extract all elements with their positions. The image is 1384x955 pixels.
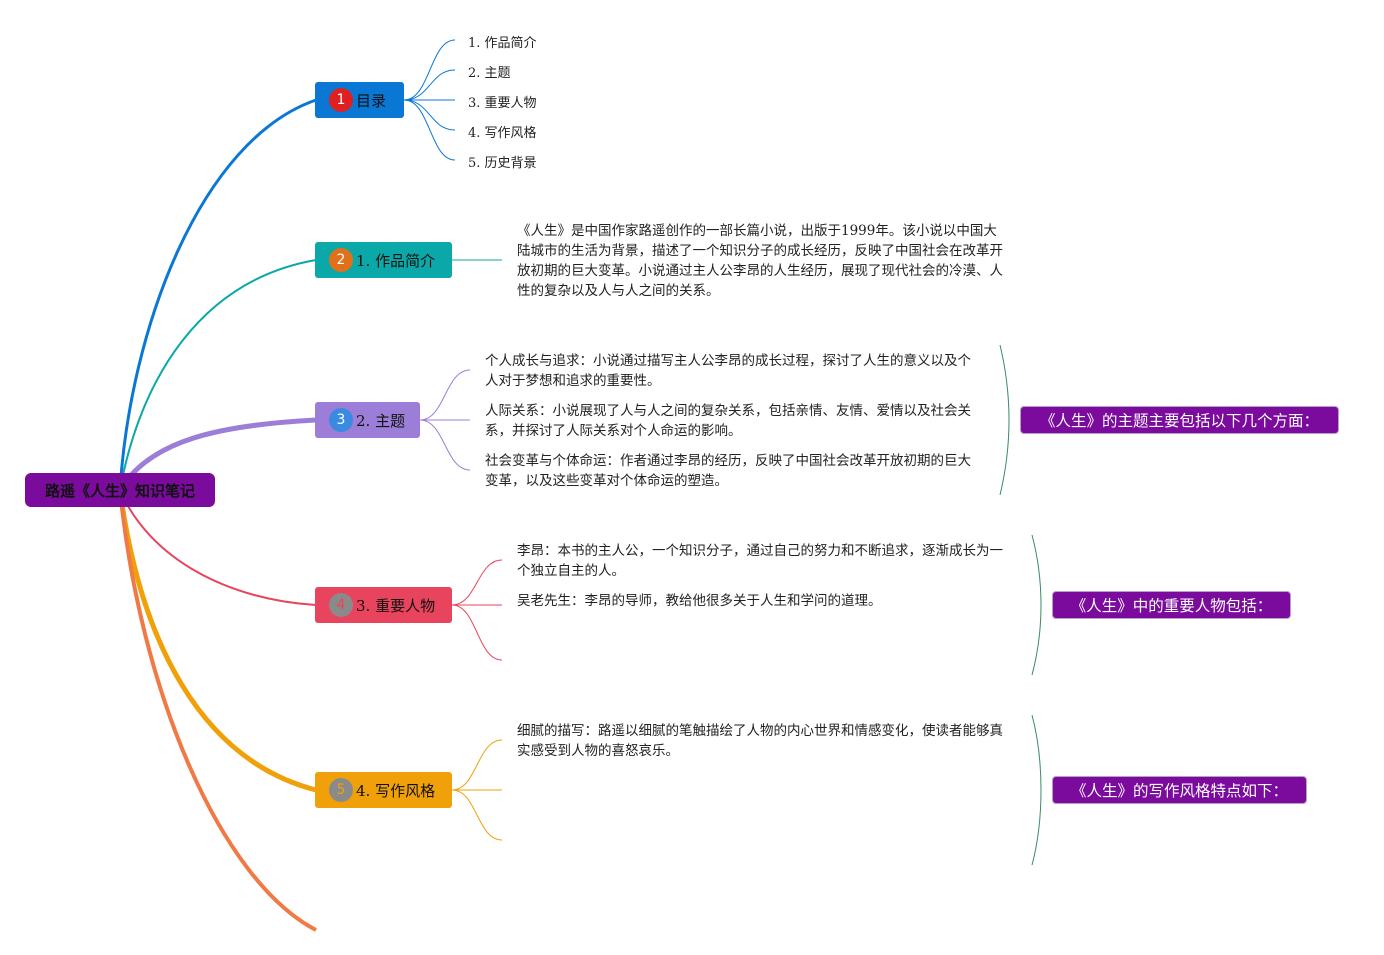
number-badge-2: 2 (329, 248, 353, 272)
number-badge-4: 4 (329, 593, 353, 617)
intro-text[interactable]: 《人生》是中国作家路遥创作的一部长篇小说，出版于1999年。该小说以中国大陆城市… (517, 223, 1003, 299)
theme-item[interactable]: 人际关系：小说展现了人与人之间的复杂关系，包括亲情、友情、爱情以及社会关系，并探… (485, 403, 971, 439)
summary-style-label: 《人生》的写作风格特点如下： (1070, 782, 1288, 800)
root-topic[interactable]: 路遥《人生》知识笔记 (25, 473, 215, 507)
root-topic-label: 路遥《人生》知识笔记 (44, 481, 195, 500)
branch-intro-label: 1. 作品简介 (356, 251, 436, 270)
branch-style-label: 4. 写作风格 (356, 781, 436, 800)
branch-theme[interactable]: 3 2. 主题 (315, 402, 420, 438)
branch-style[interactable]: 5 4. 写作风格 (315, 772, 452, 808)
character-item[interactable]: 李昂：本书的主人公，一个知识分子，通过自己的努力和不断追求，逐渐成长为一个独立自… (517, 543, 1003, 579)
branch-theme-label: 2. 主题 (356, 411, 406, 430)
toc-item[interactable]: 1. 作品简介 (468, 36, 537, 51)
summary-theme[interactable]: 《人生》的主题主要包括以下几个方面： (1020, 406, 1339, 434)
branch-characters[interactable]: 4 3. 重要人物 (315, 587, 452, 623)
toc-item[interactable]: 2. 主题 (468, 66, 511, 81)
number-badge-5: 5 (329, 778, 353, 802)
toc-item[interactable]: 4. 写作风格 (468, 126, 537, 141)
character-item[interactable]: 吴老先生：李昂的导师，教给他很多关于人生和学问的道理。 (517, 593, 882, 609)
number-badge-1: 1 (329, 88, 353, 112)
style-item[interactable]: 细腻的描写：路遥以细腻的笔触描绘了人物的内心世界和情感变化，使读者能够真实感受到… (517, 723, 1003, 759)
summary-characters[interactable]: 《人生》中的重要人物包括： (1052, 591, 1291, 619)
branch-characters-label: 3. 重要人物 (356, 596, 436, 615)
branch-toc[interactable]: 1 目录 (315, 82, 404, 118)
theme-item[interactable]: 个人成长与追求：小说通过描写主人公李昂的成长过程，探讨了人生的意义以及个人对于梦… (485, 353, 971, 389)
toc-item[interactable]: 5. 历史背景 (468, 156, 537, 171)
toc-item[interactable]: 3. 重要人物 (468, 96, 537, 111)
branch-intro[interactable]: 2 1. 作品简介 (315, 242, 452, 278)
number-badge-3: 3 (329, 408, 353, 432)
summary-characters-label: 《人生》中的重要人物包括： (1070, 597, 1273, 615)
summary-style[interactable]: 《人生》的写作风格特点如下： (1052, 776, 1307, 804)
branch-toc-label: 目录 (356, 91, 387, 110)
summary-theme-label: 《人生》的主题主要包括以下几个方面： (1039, 412, 1319, 430)
theme-item[interactable]: 社会变革与个体命运：作者通过李昂的经历，反映了中国社会改革开放初期的巨大变革，以… (485, 453, 971, 489)
